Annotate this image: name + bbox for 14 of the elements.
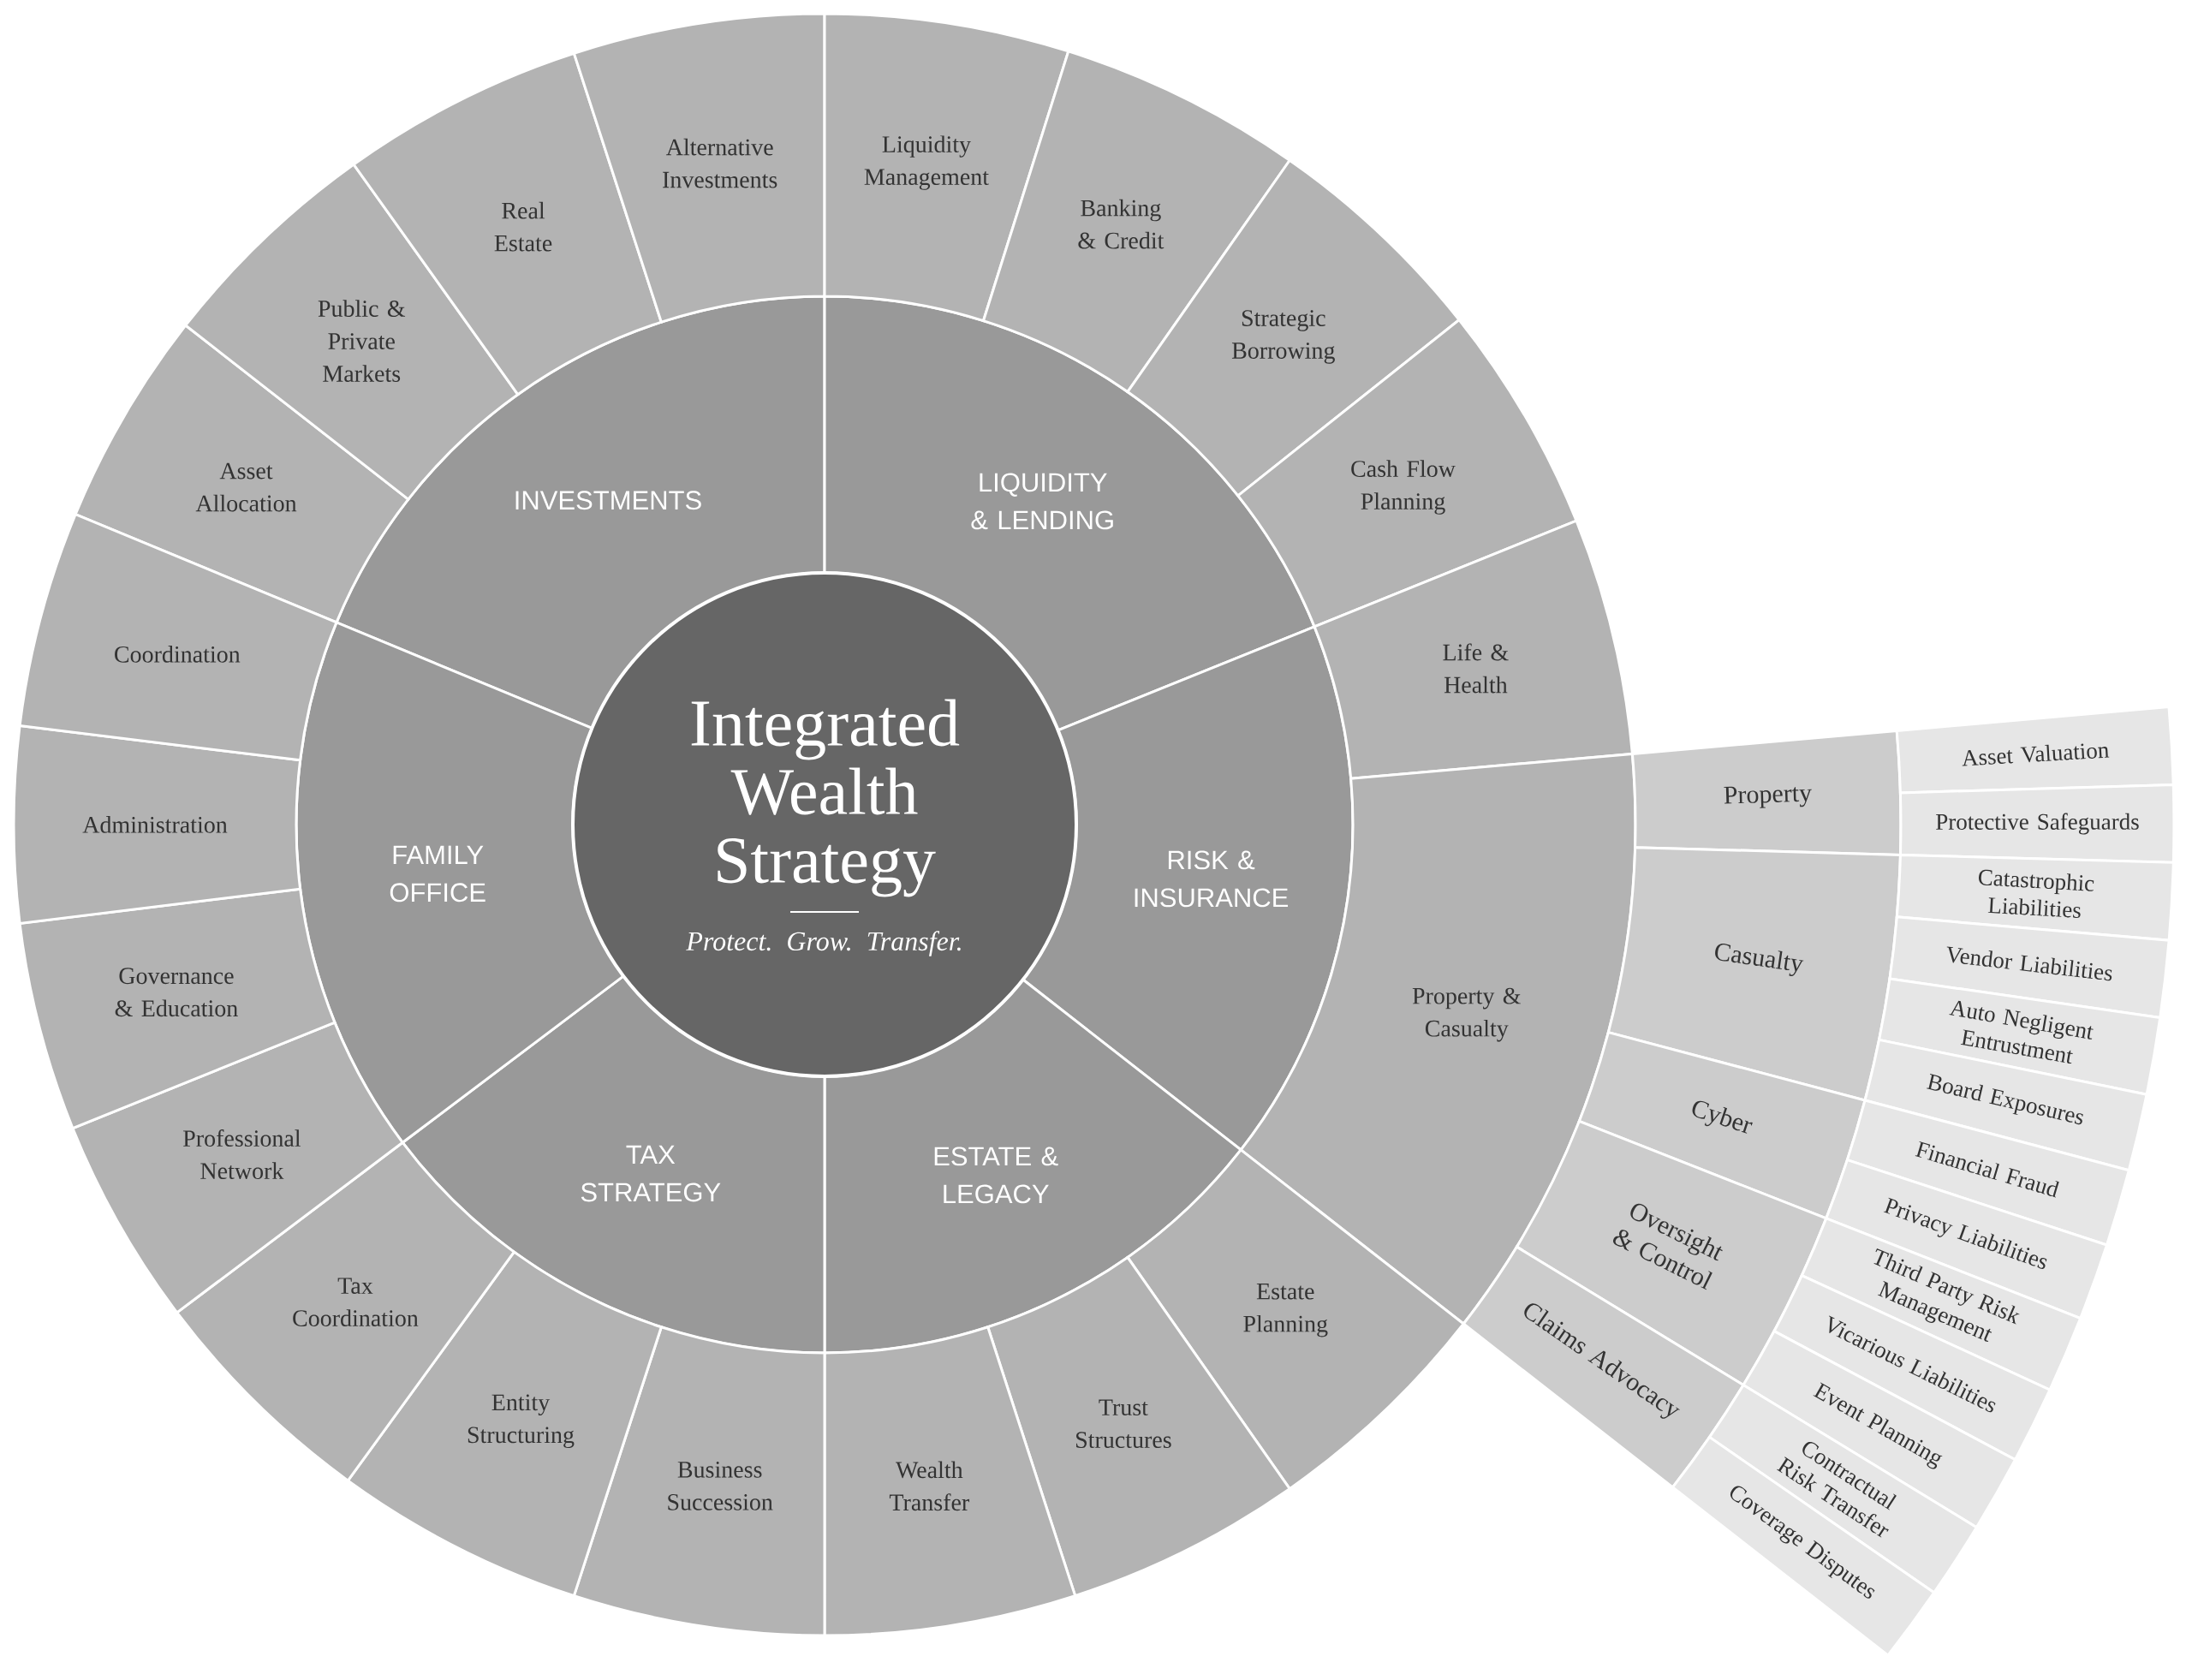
sunburst-segment: Asset Valuation <box>1895 706 2175 795</box>
sunburst-segment: Catastrophic Liabilities <box>1895 853 2175 942</box>
sunburst-segment: Governance & Education <box>18 887 337 1130</box>
sunburst-segment: Liquidity Management <box>823 12 1070 323</box>
node-label: Protective Safeguards <box>1936 813 2139 835</box>
sunburst-segment: Property <box>1630 729 1903 856</box>
sunburst-segment: Administration <box>12 724 302 925</box>
sunburst-segment: Protective Safeguards <box>1898 783 2176 864</box>
sunburst-segment: ESTATE & LEGACY <box>823 978 1242 1355</box>
sunburst-segment: Wealth Transfer <box>823 1326 1077 1637</box>
sunburst-segment: Coordination <box>18 513 338 762</box>
node-label: Asset Valuation <box>1962 743 2110 766</box>
sunburst-segment: Alternative Investments <box>572 12 826 324</box>
sunburst-segment: Life & Health <box>1313 519 1634 780</box>
